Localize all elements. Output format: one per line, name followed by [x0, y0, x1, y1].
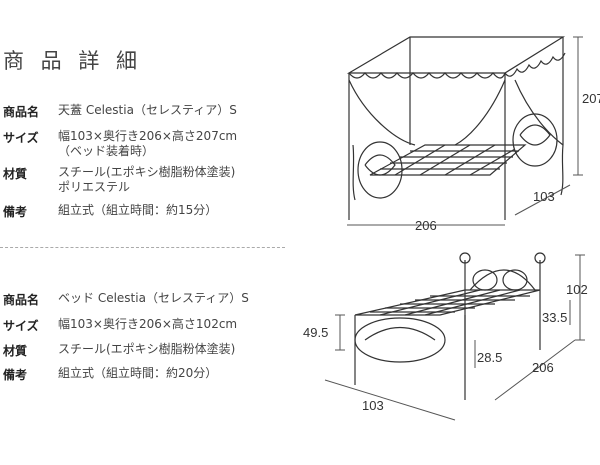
canopy-depth-dim: 103	[533, 189, 555, 204]
canopy-note-row: 備考 組立式（組立時間：約15分）	[3, 203, 217, 220]
bed-material-label: 材質	[3, 344, 28, 358]
canopy-size-value: 幅103×奥行き206×高さ207cm （ベッド装着時）	[58, 129, 237, 159]
canopy-dimension-lines	[347, 36, 583, 226]
canopy-size-row: サイズ 幅103×奥行き206×高さ207cm （ベッド装着時）	[3, 129, 237, 159]
bed-illustration: 102 49.5 33.5 28.5 206 103	[303, 252, 588, 421]
bed-name-label: 商品名	[3, 293, 40, 307]
section-divider	[0, 247, 285, 248]
canopy-bed-illustration: 207 103 206	[346, 36, 600, 233]
bed-size-label: サイズ	[3, 319, 39, 333]
bed-name-value: ベッド Celestia（セレスティア）S	[58, 291, 249, 305]
canopy-material-value: スチール(エポキシ樹脂粉体塗装) ポリエステル	[58, 165, 235, 195]
bed-material-value: スチール(エポキシ樹脂粉体塗装)	[58, 342, 236, 356]
bed-material-row: 材質 スチール(エポキシ樹脂粉体塗装)	[3, 342, 235, 359]
bed-under-clearance-dim: 28.5	[477, 350, 502, 365]
bed-frame	[354, 252, 546, 400]
canopy-material-label: 材質	[3, 167, 28, 181]
bed-name-row: 商品名 ベッド Celestia（セレスティア）S	[3, 291, 249, 308]
canopy-size-line-2: （ベッド装着時）	[58, 144, 155, 158]
bed-headboard-top-dim: 33.5	[542, 310, 567, 325]
bed-depth-dim: 206	[532, 360, 554, 375]
canopy-height-dim: 207	[582, 91, 600, 106]
canopy-material-line-2: ポリエステル	[58, 180, 131, 194]
canopy-size-label: サイズ	[3, 131, 39, 145]
bed-note-row: 備考 組立式（組立時間：約20分）	[3, 366, 217, 383]
canopy-name-label: 商品名	[3, 105, 40, 119]
canopy-name-row: 商品名 天蓋 Celestia（セレスティア）S	[3, 103, 237, 120]
canopy-note-value: 組立式（組立時間：約15分）	[58, 203, 218, 217]
bed-width-dim: 103	[362, 398, 384, 413]
page-title: 商 品 詳 細	[3, 49, 143, 73]
canopy-size-line-1: 幅103×奥行き206×高さ207cm	[58, 129, 238, 143]
bed-dimension-lines	[324, 254, 585, 421]
canopy-width-dim: 206	[415, 218, 437, 233]
canopy-material-row: 材質 スチール(エポキシ樹脂粉体塗装) ポリエステル	[3, 165, 235, 195]
canopy-frame	[346, 36, 566, 220]
bed-size-value: 幅103×奥行き206×高さ102cm	[58, 317, 238, 331]
bed-note-value: 組立式（組立時間：約20分）	[58, 366, 218, 380]
bed-note-label: 備考	[3, 368, 28, 382]
canopy-note-label: 備考	[3, 205, 28, 219]
canopy-material-line-1: スチール(エポキシ樹脂粉体塗装)	[58, 165, 236, 179]
bed-footboard-height-dim: 49.5	[303, 325, 328, 340]
bed-size-row: サイズ 幅103×奥行き206×高さ102cm	[3, 317, 237, 334]
bed-headboard-height-dim: 102	[566, 282, 588, 297]
canopy-name-value: 天蓋 Celestia（セレスティア）S	[58, 103, 237, 117]
